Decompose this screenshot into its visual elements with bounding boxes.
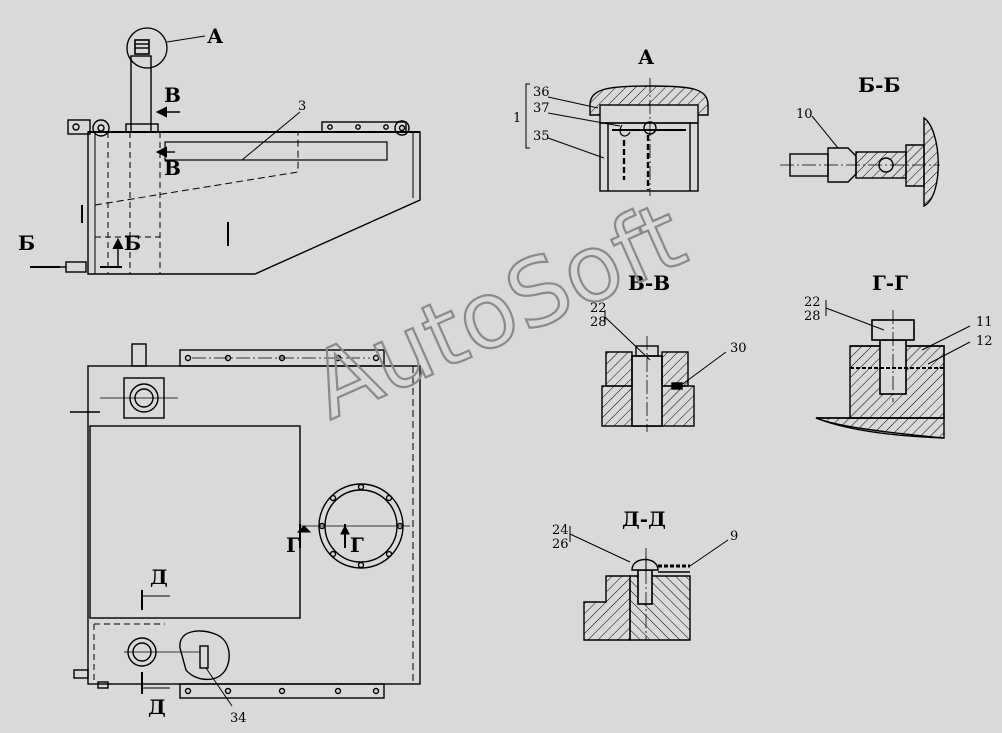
section-dd-leaders [569, 526, 729, 567]
section-dd-title: Д-Д [622, 507, 666, 531]
callout-24: 24 [552, 523, 569, 538]
marker-b-left: Б [18, 231, 35, 255]
tank-side-view [60, 27, 421, 275]
callout-37: 37 [533, 101, 550, 116]
marker-d-bottom: Д [148, 695, 166, 719]
callout-12: 12 [976, 334, 993, 349]
callout-30: 30 [730, 341, 747, 356]
section-marks-bottom [141, 524, 350, 707]
section-vv-detail [601, 336, 695, 432]
view-a-detail [589, 78, 709, 196]
marker-g-right: Г [350, 533, 364, 557]
callout-11: 11 [976, 315, 993, 330]
callout-28a: 28 [590, 315, 607, 330]
leader-10 [811, 115, 839, 149]
leader-a [166, 35, 301, 161]
marker-v-bottom: В [164, 156, 181, 180]
view-a-leaders [525, 83, 621, 159]
section-vv-leaders [604, 310, 727, 387]
callout-3: 3 [298, 99, 306, 114]
section-bb-detail [780, 116, 940, 208]
marker-g-left: Г [286, 533, 300, 557]
marker-a: А [207, 24, 224, 48]
section-bb-title: Б-Б [858, 73, 900, 97]
section-dd-detail [583, 548, 691, 641]
marker-v-top: В [164, 83, 181, 107]
section-gg-title: Г-Г [872, 271, 908, 295]
section-marks-top [30, 106, 180, 268]
tank-plan-view [70, 343, 421, 699]
callout-36: 36 [533, 85, 550, 100]
callout-1: 1 [513, 111, 521, 126]
section-vv-title: В-В [628, 271, 670, 295]
callout-28b: 28 [804, 309, 821, 324]
callout-34: 34 [230, 711, 247, 726]
section-gg-leaders [825, 300, 971, 365]
callout-22a: 22 [590, 301, 607, 316]
callout-35: 35 [533, 129, 550, 144]
view-a-title: А [638, 45, 655, 69]
marker-b-right: Б [124, 231, 141, 255]
callout-10: 10 [796, 107, 813, 122]
callout-9: 9 [730, 529, 738, 544]
callout-22b: 22 [804, 295, 821, 310]
marker-d-top: Д [150, 565, 168, 589]
callout-26: 26 [552, 537, 569, 552]
section-gg-detail [815, 310, 945, 439]
